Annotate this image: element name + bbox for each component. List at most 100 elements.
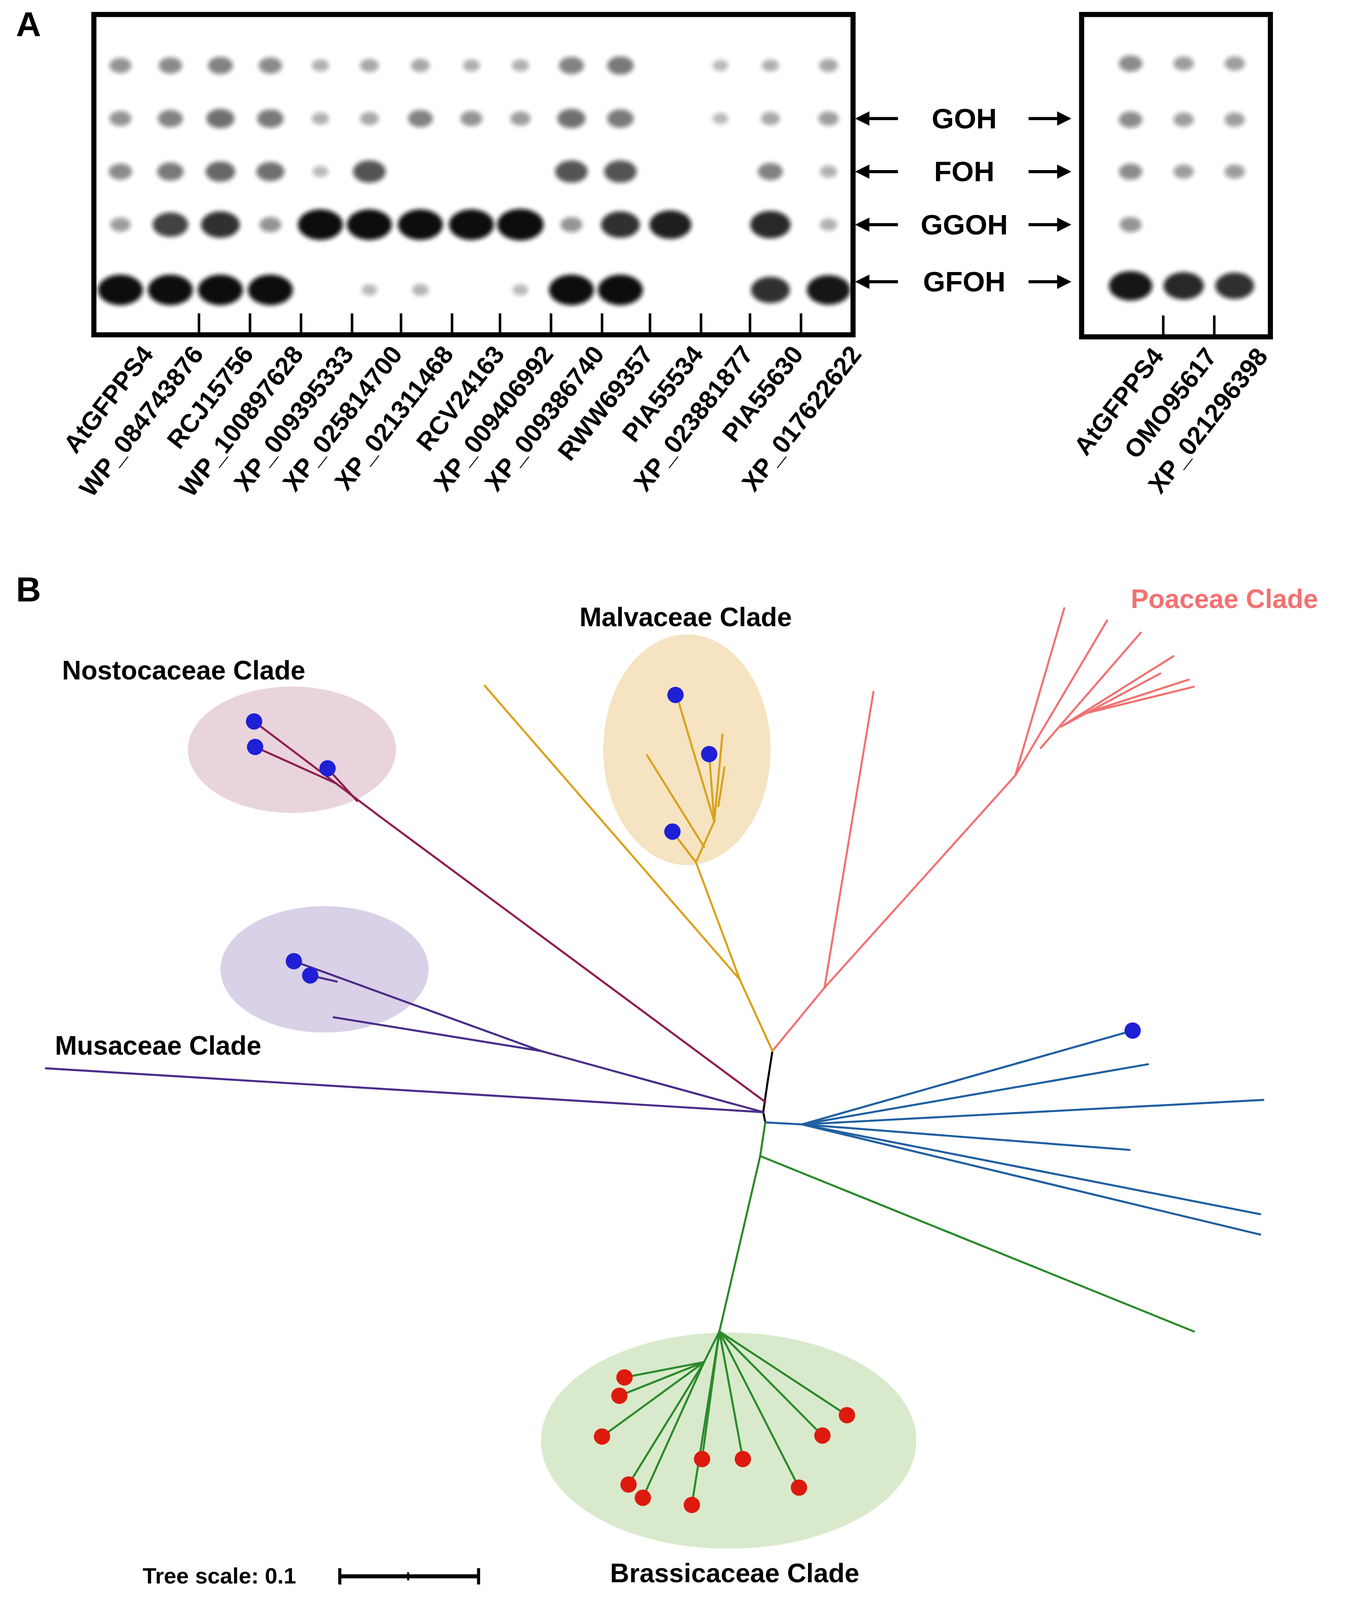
pointer-arrow [867, 280, 899, 284]
lane-tick [197, 313, 201, 335]
tree-branch [45, 1068, 764, 1113]
tlc-plate [93, 14, 1271, 337]
tree-branch [739, 979, 773, 1052]
tlc-spot [554, 160, 588, 183]
lane-tick [1161, 315, 1165, 337]
tree-branch [333, 1017, 541, 1052]
arrow-head [1057, 111, 1072, 126]
tlc-frame [1081, 14, 1271, 337]
tlc-spot [360, 111, 380, 126]
tlc-spot [820, 165, 838, 178]
tlc-spot [758, 163, 784, 181]
clade-ellipse: Malvaceae Clade [603, 634, 771, 866]
clade-ellipse: Musaceae Clade [220, 906, 429, 1033]
tree-branch [760, 1156, 1194, 1332]
clade-label: Poaceae Clade [1130, 584, 1319, 614]
lane-tick [299, 313, 303, 335]
tlc-spot [1224, 164, 1245, 179]
tlc-spot [601, 211, 640, 238]
tlc-spot [152, 212, 188, 238]
tree-branch [695, 821, 714, 863]
tree-branch [719, 1332, 847, 1416]
tlc-spot [1215, 272, 1254, 299]
ellipse-fill [603, 634, 771, 866]
tlc-spot [206, 109, 235, 129]
tlc-spot [1118, 111, 1143, 128]
tlc-spot [549, 274, 595, 306]
blue-dot [667, 687, 684, 704]
tree-branch [1040, 632, 1141, 749]
scale-tick [338, 1568, 342, 1586]
tlc-spot [512, 284, 529, 296]
tlc-spot [109, 111, 132, 127]
tlc-spot [346, 209, 392, 240]
pointer-arrow [1028, 222, 1060, 226]
tree-branch [1061, 656, 1174, 728]
tlc-spot [1163, 272, 1205, 300]
pointer-arrow [1028, 280, 1060, 284]
lane-tick [549, 313, 553, 335]
tree-branch [540, 1051, 764, 1113]
blue-dot [246, 739, 264, 756]
blue-dot [664, 823, 681, 841]
blue-dot [319, 760, 337, 778]
tlc-spot [201, 211, 240, 238]
tlc-spot [751, 276, 790, 304]
tree-branch [701, 1332, 720, 1460]
tlc-spot [257, 109, 284, 128]
tlc-spot [1119, 217, 1142, 233]
panel-letter: A [16, 5, 42, 44]
lane-tick [498, 313, 502, 335]
lane-tick [399, 313, 403, 335]
tree-branch [718, 767, 725, 807]
tlc-spot [412, 284, 430, 297]
blue-dot [246, 713, 263, 731]
blue-dot [285, 953, 303, 970]
tlc-spot [1118, 163, 1143, 181]
pointer-arrow [867, 222, 899, 226]
tlc-spot [604, 160, 637, 183]
tlc-spot [258, 57, 283, 74]
tree-branch [255, 746, 337, 784]
tlc-spot [511, 59, 529, 72]
red-dot [634, 1490, 652, 1507]
tree-branch [719, 1156, 761, 1332]
tree-branch [767, 1051, 773, 1084]
blue-dot [302, 967, 319, 984]
tlc-spot [559, 56, 585, 75]
tree-branch [763, 1083, 768, 1113]
ellipse-fill [540, 1332, 917, 1550]
tlc-spot [361, 284, 377, 296]
tlc-spot [606, 109, 634, 128]
tree-branch [642, 1362, 704, 1499]
ellipse-fill [220, 906, 429, 1033]
tlc-spot [353, 160, 386, 183]
tree-branch [602, 1362, 704, 1437]
tree-branch [628, 1362, 704, 1486]
clade-label: Brassicaceae Clade [609, 1558, 860, 1589]
tlc-spot [606, 56, 634, 75]
phylogenetic-tree [45, 608, 1264, 1585]
lane-tick [450, 313, 454, 335]
tlc-spot [158, 57, 183, 74]
lane-tick [748, 313, 752, 335]
tlc-spot [197, 274, 243, 306]
tree-branch [484, 685, 740, 980]
tlc-spot [157, 109, 183, 128]
tree-branch [772, 988, 825, 1052]
tlc-spot [649, 210, 692, 240]
ellipse-shape [220, 906, 429, 1033]
tlc-spot [460, 111, 483, 127]
lane-tick [1213, 315, 1216, 337]
scale-tick [476, 1568, 480, 1586]
lane-tick [600, 313, 604, 335]
tree-branch [1081, 679, 1189, 715]
tree-branch [765, 1122, 802, 1125]
tree-branch [719, 1332, 799, 1489]
tlc-spot [1224, 112, 1245, 127]
red-dot [683, 1497, 701, 1514]
tlc-spot [448, 209, 494, 240]
tlc-spot [806, 275, 851, 306]
tree-branch [1015, 620, 1107, 776]
